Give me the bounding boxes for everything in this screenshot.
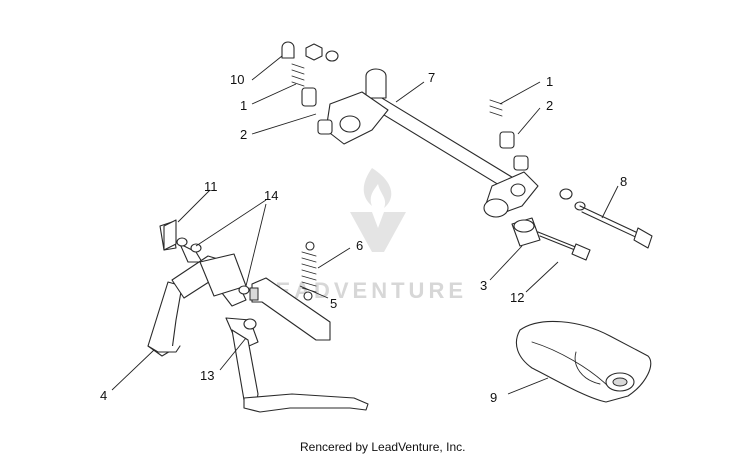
stand-clip-and-washers: [163, 219, 250, 295]
callout-1-right: 1: [546, 74, 553, 89]
callout-8: 8: [620, 174, 627, 189]
callout-13: 13: [200, 368, 214, 383]
callout-10: 10: [230, 72, 244, 87]
left-spring-stack: [281, 41, 339, 135]
bushing-and-bolts: [511, 188, 653, 261]
center-stand: [147, 221, 369, 413]
callout-14: 14: [264, 188, 278, 203]
stand-bracket-bar: [249, 277, 331, 341]
callout-11: 11: [204, 179, 218, 194]
callout-7: 7: [428, 70, 435, 85]
pivot-shaft-assembly: [325, 68, 539, 218]
render-credit: Rencered by LeadVenture, Inc.: [300, 440, 465, 454]
callout-5: 5: [330, 296, 337, 311]
stand-rubber-bumper: [515, 320, 652, 403]
watermark: LEADVENTURE: [258, 168, 463, 303]
leader-lines: [111, 55, 619, 395]
callout-4: 4: [100, 388, 107, 403]
callout-2-right: 2: [546, 98, 553, 113]
callout-9: 9: [490, 390, 497, 405]
callout-12: 12: [510, 290, 524, 305]
right-spring-stack: [489, 99, 529, 171]
callouts: 10 1 2 7 1 2 8 11 14 6 5 3 12 4 13 9: [100, 70, 627, 405]
leadventure-flame-logo-icon: [350, 168, 406, 252]
callout-2-left: 2: [240, 127, 247, 142]
callout-3: 3: [480, 278, 487, 293]
callout-1-left: 1: [240, 98, 247, 113]
return-spring: [301, 241, 317, 301]
callout-6: 6: [356, 238, 363, 253]
